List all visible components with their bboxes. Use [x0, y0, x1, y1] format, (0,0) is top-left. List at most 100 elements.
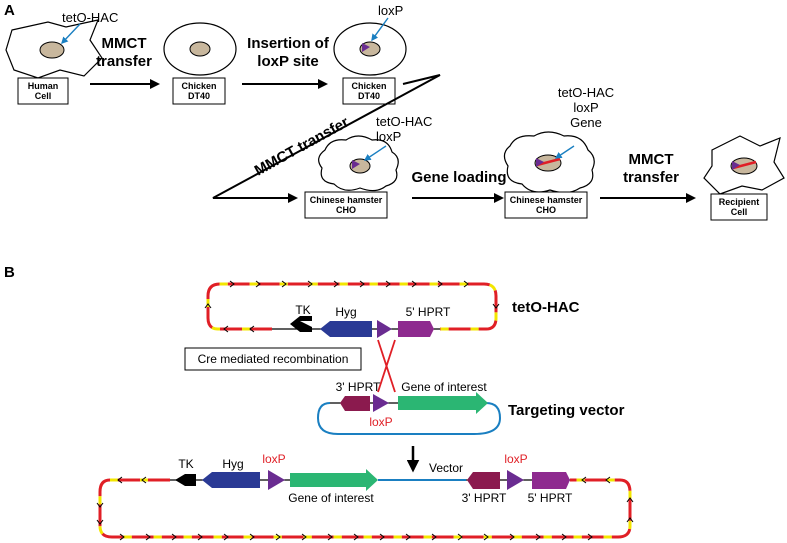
loxp-triangle [732, 161, 740, 170]
svg-text:Chicken: Chicken [351, 81, 386, 91]
backbone-chevron [405, 533, 411, 541]
backbone-chevron [385, 280, 391, 288]
backbone-chevron [327, 533, 333, 541]
pointer-arrow [61, 23, 81, 45]
pointer-arrow [363, 145, 387, 161]
svg-text:Chinese hamster: Chinese hamster [510, 195, 583, 205]
loxp-triangle [362, 43, 370, 52]
step-mmct-transfer-3: MMCT [629, 151, 674, 168]
svg-text:DT40: DT40 [358, 91, 380, 101]
backbone-chevron [587, 533, 593, 541]
svg-text:Cell: Cell [731, 207, 748, 217]
backbone-chevron [223, 325, 229, 333]
backbone-chevron [141, 476, 147, 484]
targeting-vector-title: Targeting vector [508, 402, 625, 419]
backbone-chevron [281, 280, 287, 288]
hprt5-segment [398, 321, 434, 337]
tk-label: TK [178, 457, 193, 471]
hprt3-segment [467, 472, 500, 489]
backbone-chevron [626, 517, 634, 523]
teto-hac-title: tetO-HAC [512, 299, 580, 316]
backbone-chevron [249, 325, 255, 333]
backbone-chevron [301, 533, 307, 541]
gene-insert [536, 157, 561, 167]
backbone-chevron [492, 303, 500, 309]
loxp-site [507, 470, 524, 490]
svg-text:CHO: CHO [536, 205, 556, 215]
hprt3-label: 3' HPRT [336, 380, 381, 394]
backbone-chevron [457, 533, 463, 541]
step-mmct-transfer-1: MMCT [102, 35, 147, 52]
svg-text:transfer: transfer [96, 53, 152, 70]
panel-label-b: B [4, 264, 15, 281]
backbone-chevron [117, 476, 123, 484]
pointer-arrow [554, 145, 575, 159]
backbone-chevron [197, 533, 203, 541]
svg-text:Recipient: Recipient [719, 197, 760, 207]
hyg-gene [202, 472, 260, 488]
backbone-chevron [171, 533, 177, 541]
backbone-chevron [379, 533, 385, 541]
backbone-chevron [119, 533, 125, 541]
svg-text:Chicken: Chicken [181, 81, 216, 91]
loxp-triangle [352, 160, 360, 169]
backbone-chevron [275, 533, 281, 541]
callout-tetO-HAC: tetO-HAC [558, 85, 614, 100]
loxp-label: loxP [369, 415, 392, 429]
step-insertion-loxp: Insertion of [247, 35, 330, 52]
gene-insert [732, 160, 757, 170]
pointer-arrow [371, 17, 389, 42]
tk-marker [175, 474, 196, 486]
backbone-chevron [605, 476, 611, 484]
backbone-chevron [249, 533, 255, 541]
backbone-chevron [229, 280, 235, 288]
callout-loxp: loxP [573, 100, 598, 115]
cell-label-box-recipient: Recipient Cell [710, 193, 768, 221]
backbone-chevron [204, 303, 212, 309]
backbone-chevron [145, 533, 151, 541]
arrow-step-3 [212, 74, 441, 203]
loxp-site [373, 394, 389, 412]
svg-text:CHO: CHO [336, 205, 356, 215]
backbone-chevron [411, 280, 417, 288]
svg-text:DT40: DT40 [188, 91, 210, 101]
cho-cell-2: tetO-HAC loxP Gene [503, 85, 614, 194]
svg-text:Human: Human [28, 81, 59, 91]
backbone-chevron [626, 497, 634, 503]
backbone-chevron [255, 280, 261, 288]
goi-label: Gene of interest [401, 380, 487, 394]
gene-of-interest [290, 469, 378, 491]
backbone-chevron [431, 533, 437, 541]
chicken-dt40-cell-1 [163, 22, 237, 76]
cre-box [184, 347, 362, 371]
callout-tetO-HAC: tetO-HAC [376, 114, 432, 129]
hprt5-label: 5' HPRT [528, 491, 573, 505]
svg-text:Chinese hamster: Chinese hamster [310, 195, 383, 205]
tk-marker [290, 316, 312, 332]
backbone-chevron [463, 280, 469, 288]
backbone-chevrons [96, 280, 634, 541]
hprt5-label: 5' HPRT [406, 305, 451, 319]
cell-label-box-cho-2: Chinese hamster CHO [504, 191, 588, 219]
chicken-dt40-cell-2: loxP [333, 3, 407, 76]
backbone-chevron [535, 533, 541, 541]
callout-tetO-HAC: tetO-HAC [62, 10, 118, 25]
hprt5-segment [532, 472, 570, 489]
hyg-label: Hyg [222, 457, 243, 471]
hyg-gene [320, 321, 372, 337]
cell-label-box-cho-1: Chinese hamster CHO [304, 191, 388, 219]
step-gene-loading: Gene loading [411, 169, 506, 186]
cell-label-box-chicken-1: Chicken DT40 [172, 77, 226, 105]
cho-cell-1: tetO-HAC loxP [318, 114, 432, 192]
backbone-chevron [509, 533, 515, 541]
backbone-chevron [437, 280, 443, 288]
backbone-chevron [307, 280, 313, 288]
backbone-chevron [483, 533, 489, 541]
callout-loxp: loxP [378, 3, 403, 18]
vector-label: Vector [429, 461, 463, 475]
tk-label: TK [295, 303, 310, 317]
loxp-site [268, 470, 285, 490]
backbone-chevron [353, 533, 359, 541]
gene-of-interest [398, 392, 488, 414]
targeting-vector-backbone [316, 402, 502, 435]
